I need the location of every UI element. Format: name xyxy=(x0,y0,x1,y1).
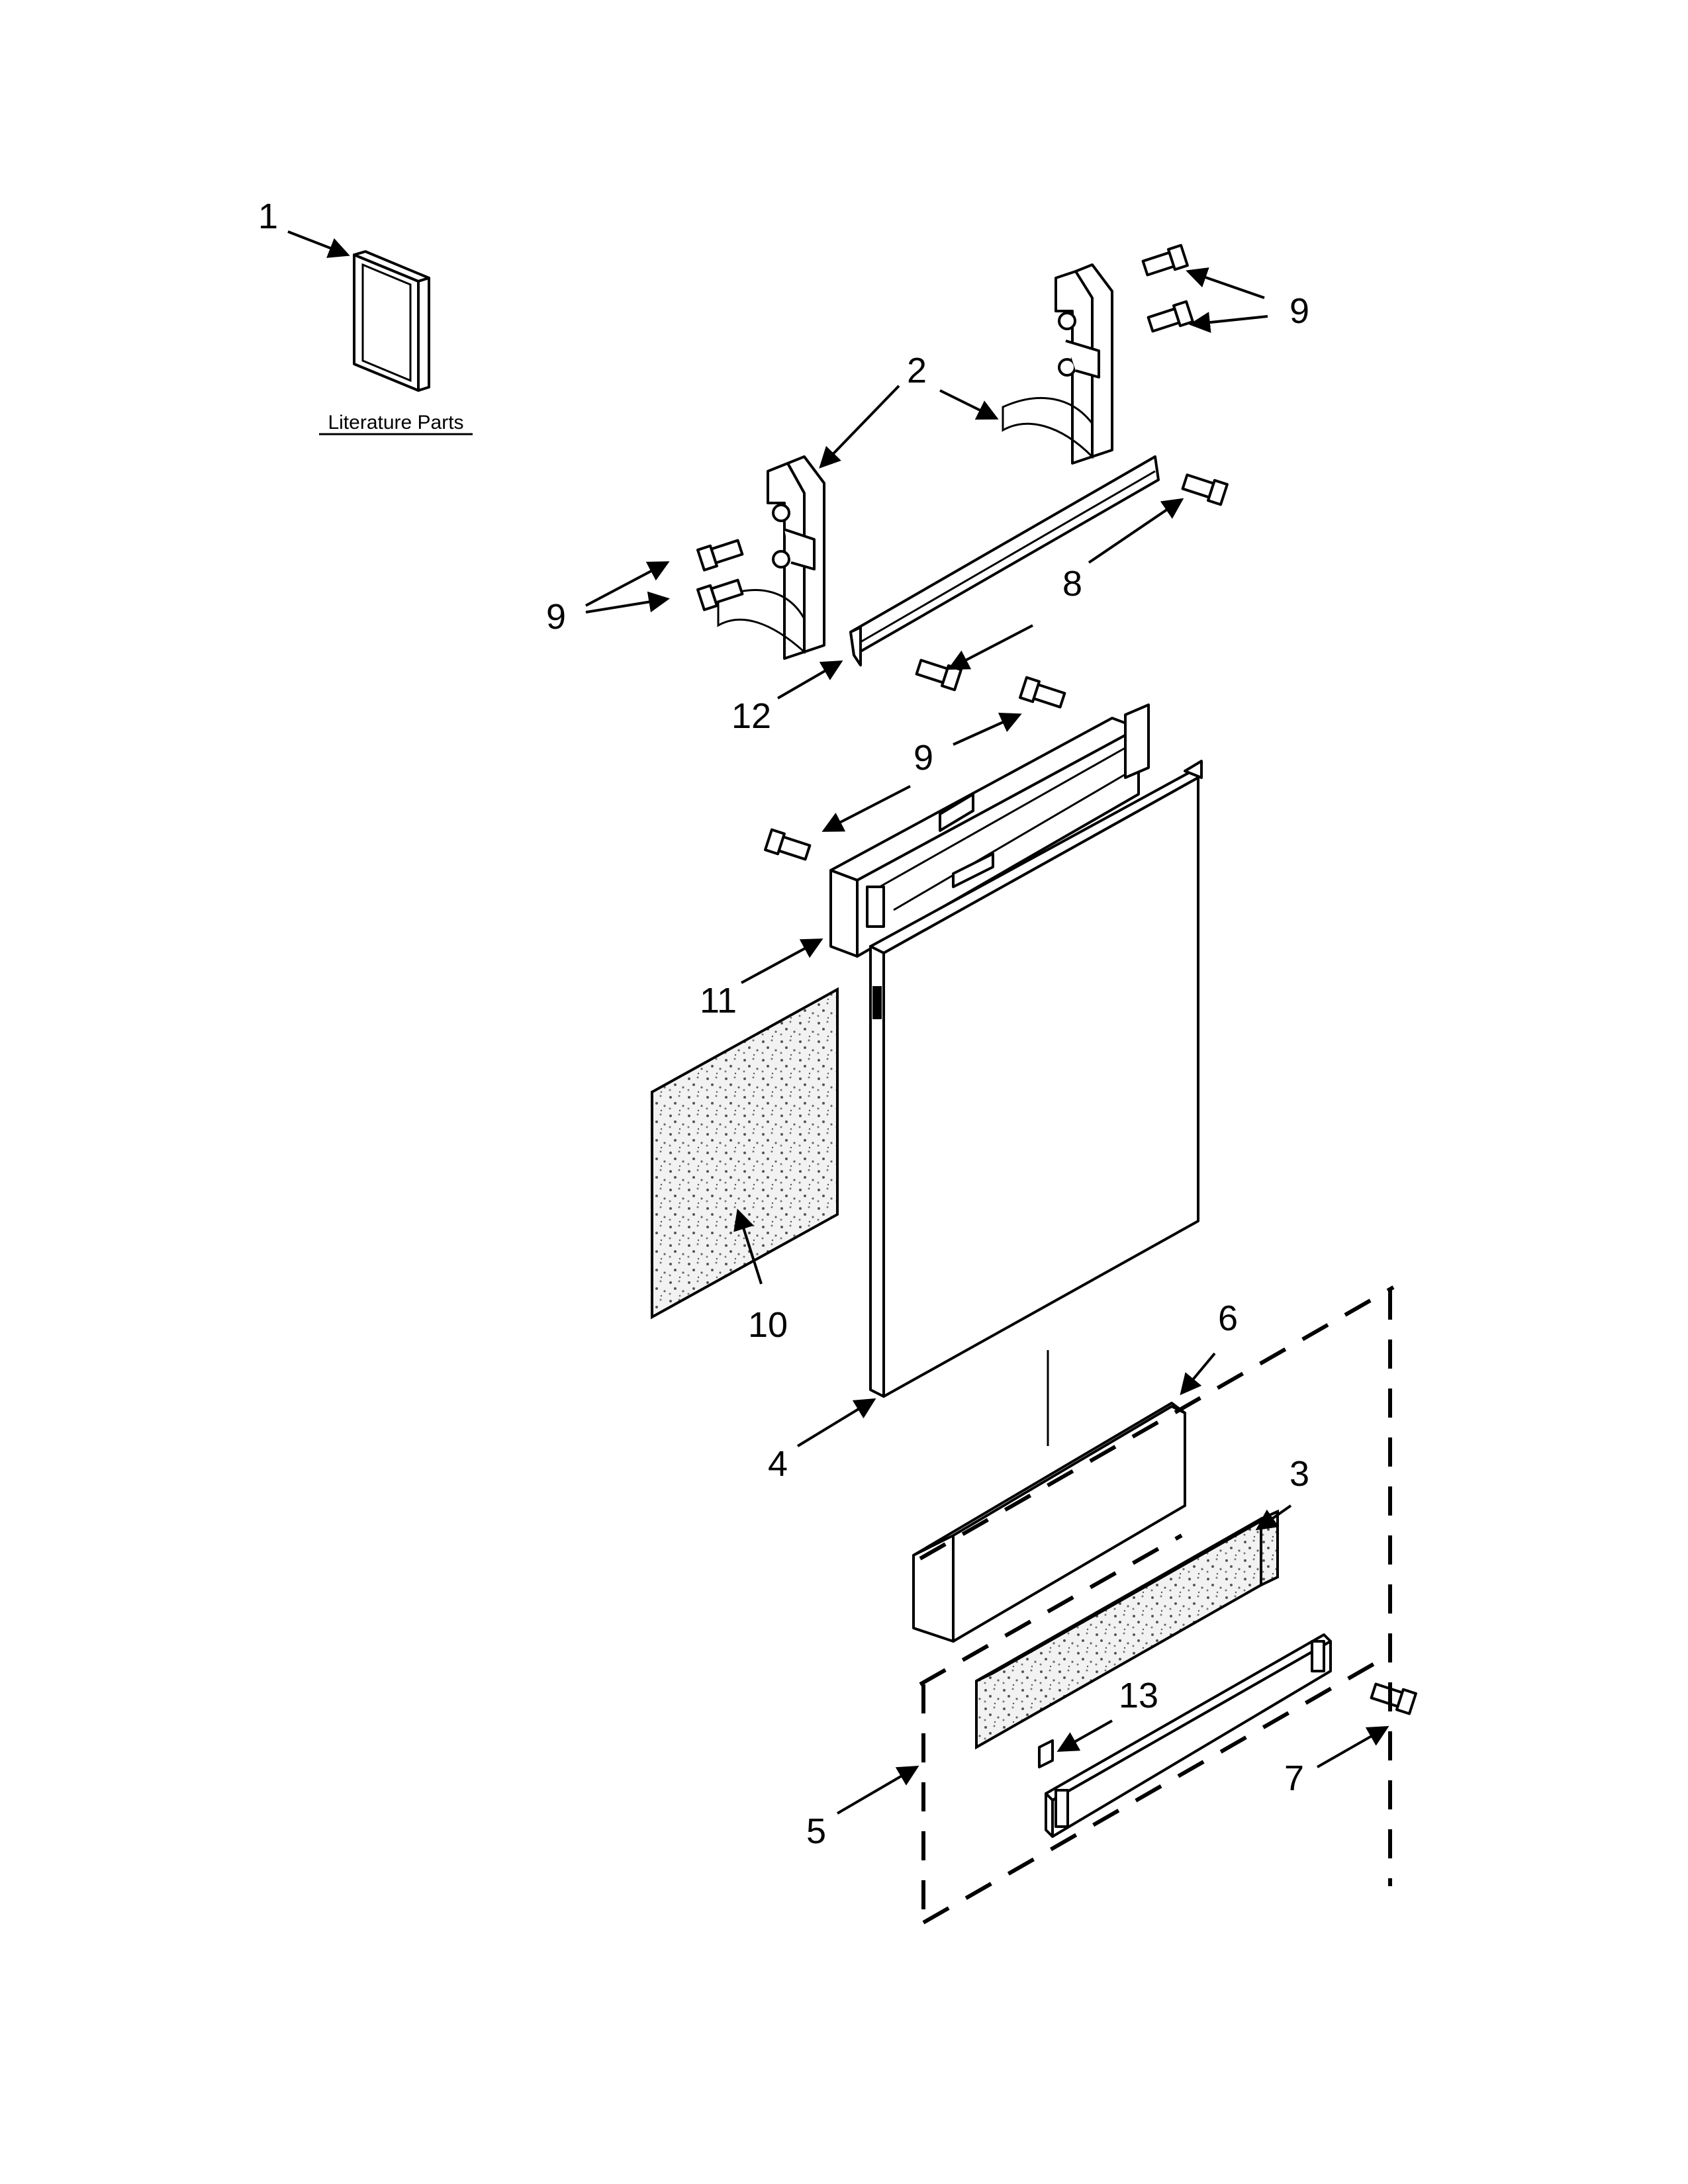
hinge-bracket-left xyxy=(717,455,825,660)
callout-9-top-right: 9 xyxy=(1289,291,1309,331)
latch-assembly xyxy=(829,704,1150,958)
rail-bracket xyxy=(849,455,1160,666)
screw-group xyxy=(696,244,1417,1715)
screw-left-top xyxy=(696,539,744,572)
callout-10: 10 xyxy=(748,1305,788,1345)
callout-4: 4 xyxy=(768,1444,788,1484)
screw-latch-right xyxy=(1019,676,1066,709)
callout-9-left: 9 xyxy=(546,597,566,637)
callout-11: 11 xyxy=(700,981,737,1021)
toe-kick-group-outline xyxy=(919,1285,1395,1925)
callout-7: 7 xyxy=(1284,1758,1304,1798)
screw-rail-right xyxy=(1181,473,1229,506)
callout-1: 1 xyxy=(258,197,278,236)
callout-labels: 1 2 9 9 8 12 9 11 10 4 6 3 13 5 7 xyxy=(258,197,1309,1851)
insulation-pad xyxy=(651,987,839,1320)
screw-toe-panel xyxy=(1370,1682,1417,1715)
callout-6: 6 xyxy=(1218,1298,1238,1338)
toe-kick-panel xyxy=(1038,1633,1332,1838)
screw-latch-left xyxy=(764,828,812,861)
literature-parts-label: Literature Parts xyxy=(328,412,463,433)
callout-9-latch: 9 xyxy=(914,738,933,778)
screw-right-mid xyxy=(1147,300,1194,333)
screw-rail-left xyxy=(915,659,962,692)
callout-13: 13 xyxy=(1119,1676,1158,1715)
callout-12: 12 xyxy=(731,696,771,736)
leader-lines xyxy=(287,230,1389,1815)
callout-8: 8 xyxy=(1062,564,1082,604)
callout-2: 2 xyxy=(907,351,927,390)
literature-parts: Literature Parts xyxy=(319,250,473,435)
callout-3: 3 xyxy=(1289,1454,1309,1494)
outer-door-panel xyxy=(869,760,1203,1398)
screw-left-mid xyxy=(696,578,744,612)
screw-right-top xyxy=(1141,244,1189,277)
callout-5: 5 xyxy=(806,1811,826,1851)
hinge-bracket-right xyxy=(1002,263,1113,465)
